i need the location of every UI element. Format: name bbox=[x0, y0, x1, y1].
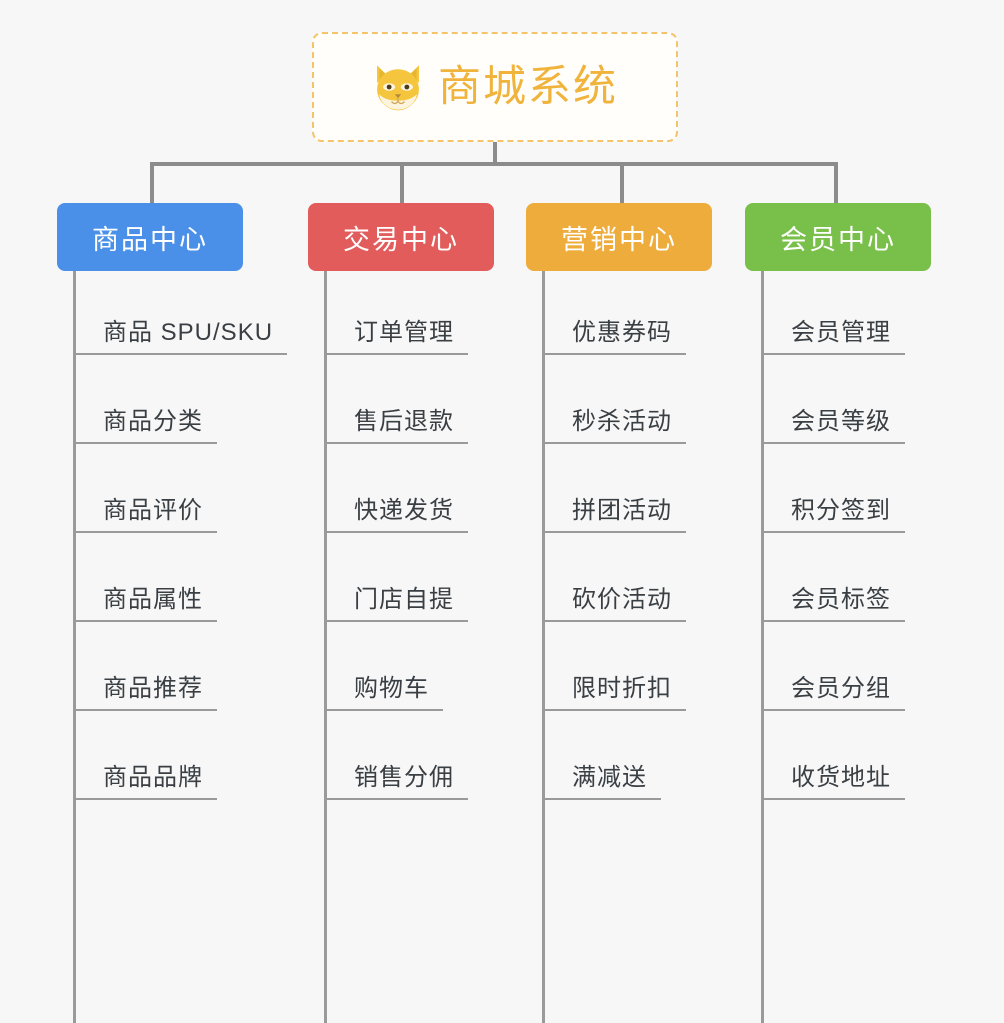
leaf-item[interactable]: 商品 SPU/SKU bbox=[73, 311, 288, 355]
leaf-item[interactable]: 收货地址 bbox=[761, 756, 905, 800]
branch-spine-3 bbox=[542, 271, 545, 1023]
leaf-label: 商品分类 bbox=[73, 408, 217, 444]
branch-spine-4 bbox=[761, 271, 764, 1023]
leaf-label: 限时折扣 bbox=[542, 675, 686, 711]
leaf-item[interactable]: 商品推荐 bbox=[73, 667, 217, 711]
leaf-item[interactable]: 拼团活动 bbox=[542, 489, 686, 533]
connector-drop-2 bbox=[400, 162, 404, 205]
connector-drop-4 bbox=[834, 162, 838, 205]
leaf-label: 满减送 bbox=[542, 764, 661, 800]
leaf-label: 秒杀活动 bbox=[542, 408, 686, 444]
branch-header-label: 交易中心 bbox=[343, 224, 459, 255]
shiba-dog-face-icon bbox=[377, 65, 419, 111]
branch-header-2[interactable]: 交易中心 bbox=[308, 203, 494, 271]
leaf-label: 售后退款 bbox=[324, 408, 468, 444]
leaf-label: 商品评价 bbox=[73, 497, 217, 533]
leaf-label: 收货地址 bbox=[761, 764, 905, 800]
leaf-label: 商品品牌 bbox=[73, 764, 217, 800]
leaf-item[interactable]: 商品属性 bbox=[73, 578, 217, 622]
leaf-label: 销售分佣 bbox=[324, 764, 468, 800]
connector-drop-3 bbox=[620, 162, 624, 205]
leaf-label: 会员标签 bbox=[761, 586, 905, 622]
branch-header-4[interactable]: 会员中心 bbox=[745, 203, 931, 271]
branch-spine-2 bbox=[324, 271, 327, 1023]
branch-spine-1 bbox=[73, 271, 76, 1023]
leaf-item[interactable]: 会员等级 bbox=[761, 400, 905, 444]
leaf-label: 会员等级 bbox=[761, 408, 905, 444]
leaf-label: 砍价活动 bbox=[542, 586, 686, 622]
leaf-item[interactable]: 商品分类 bbox=[73, 400, 217, 444]
leaf-label: 会员管理 bbox=[761, 319, 905, 355]
leaf-item[interactable]: 秒杀活动 bbox=[542, 400, 686, 444]
connector-horizontal-bus bbox=[150, 162, 838, 166]
connector-drop-1 bbox=[150, 162, 154, 205]
branch-header-label: 营销中心 bbox=[561, 224, 677, 255]
leaf-label: 商品属性 bbox=[73, 586, 217, 622]
leaf-item[interactable]: 门店自提 bbox=[324, 578, 468, 622]
leaf-label: 商品推荐 bbox=[73, 675, 217, 711]
leaf-item[interactable]: 积分签到 bbox=[761, 489, 905, 533]
leaf-label: 会员分组 bbox=[761, 675, 905, 711]
leaf-item[interactable]: 限时折扣 bbox=[542, 667, 686, 711]
branch-header-label: 会员中心 bbox=[780, 224, 896, 255]
mindmap-canvas: 商城系统 商品中心 商品 SPU/SKU 商品分类 商品评价 商品属性 商品推荐… bbox=[57, 32, 931, 1023]
leaf-label: 快递发货 bbox=[324, 497, 468, 533]
leaf-item[interactable]: 购物车 bbox=[324, 667, 443, 711]
leaf-label: 优惠券码 bbox=[542, 319, 686, 355]
root-node[interactable]: 商城系统 bbox=[312, 32, 678, 142]
leaf-label: 订单管理 bbox=[324, 319, 468, 355]
leaf-label: 商品 SPU/SKU bbox=[73, 319, 288, 355]
root-title: 商城系统 bbox=[438, 62, 618, 111]
leaf-item[interactable]: 销售分佣 bbox=[324, 756, 468, 800]
leaf-item[interactable]: 订单管理 bbox=[324, 311, 468, 355]
leaf-item[interactable]: 会员标签 bbox=[761, 578, 905, 622]
branch-header-label: 商品中心 bbox=[92, 224, 208, 255]
leaf-item[interactable]: 会员管理 bbox=[761, 311, 905, 355]
leaf-label: 门店自提 bbox=[324, 586, 468, 622]
leaf-item[interactable]: 会员分组 bbox=[761, 667, 905, 711]
leaf-item[interactable]: 满减送 bbox=[542, 756, 661, 800]
leaf-label: 拼团活动 bbox=[542, 497, 686, 533]
leaf-item[interactable]: 优惠券码 bbox=[542, 311, 686, 355]
connector-root-stem bbox=[493, 142, 497, 165]
leaf-label: 积分签到 bbox=[761, 497, 905, 533]
leaf-item[interactable]: 快递发货 bbox=[324, 489, 468, 533]
branch-header-3[interactable]: 营销中心 bbox=[526, 203, 712, 271]
leaf-item[interactable]: 砍价活动 bbox=[542, 578, 686, 622]
leaf-item[interactable]: 售后退款 bbox=[324, 400, 468, 444]
leaf-item[interactable]: 商品品牌 bbox=[73, 756, 217, 800]
branch-header-1[interactable]: 商品中心 bbox=[57, 203, 243, 271]
leaf-item[interactable]: 商品评价 bbox=[73, 489, 217, 533]
leaf-label: 购物车 bbox=[324, 675, 443, 711]
